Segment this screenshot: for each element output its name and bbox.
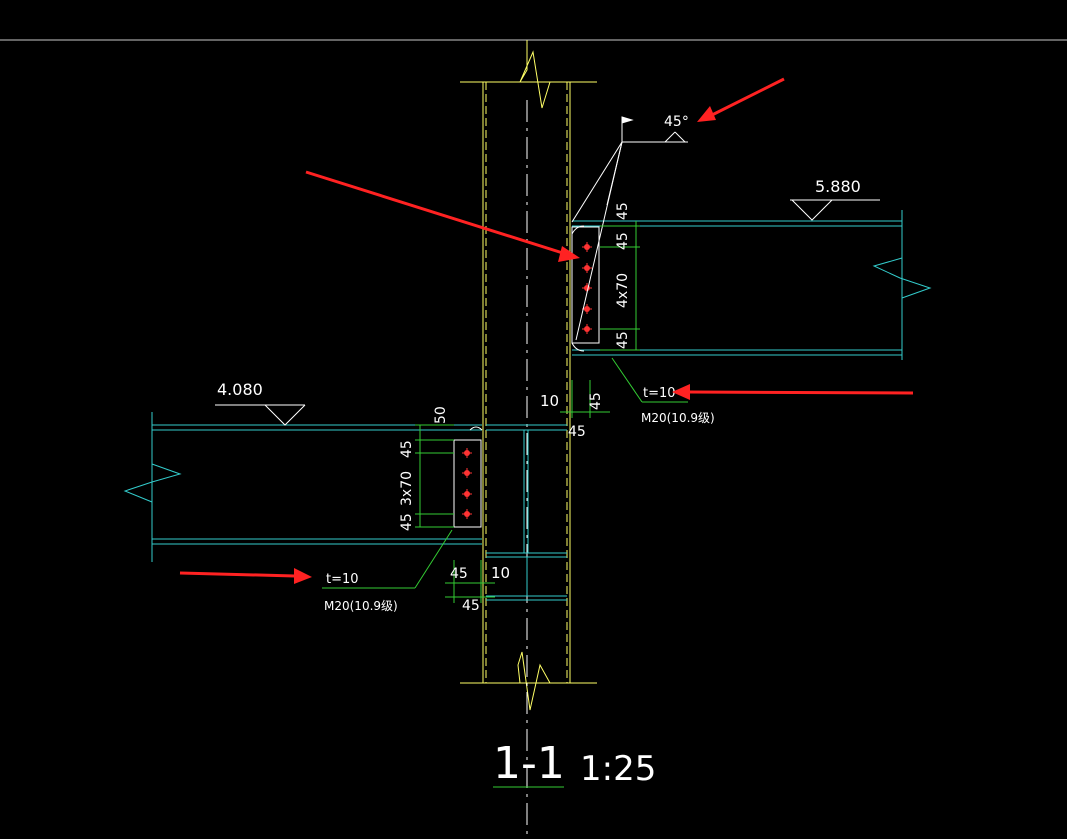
annotation-arrows [179, 77, 914, 584]
lower-elevation-label: 4.080 [217, 380, 263, 399]
upper-elevation-marker [790, 199, 880, 221]
upper-plate-thickness-note: t=10 [643, 386, 676, 401]
lower-beam [123, 412, 482, 562]
upper-shear-plate [571, 226, 600, 344]
lower-edge-distance-top: 45 [399, 440, 415, 458]
column-stiffeners [486, 424, 567, 601]
column-break-bottom [517, 651, 557, 711]
lower-bolt-spacing-label: 3x70 [399, 471, 415, 506]
lower-bolt [461, 447, 473, 459]
weld-symbol [571, 116, 688, 341]
lower-bolt [461, 488, 473, 500]
column-break-top [519, 40, 557, 109]
upper-horizontal-edge-label: 45 [588, 392, 604, 410]
lower-plate-thickness-note: t=10 [326, 572, 359, 587]
lower-elevation-marker [215, 404, 306, 426]
section-mark-label: 1-1 [493, 738, 565, 789]
upper-bolt [581, 323, 593, 335]
lower-edge-distance-bottom: 45 [399, 513, 415, 531]
upper-bolt-grade-note: M20(10.9级) [641, 411, 715, 425]
upper-bolt [581, 262, 593, 274]
lower-horizontal-edge-label-2: 45 [462, 598, 480, 614]
lower-bolt [461, 467, 473, 479]
scale-label: 1:25 [580, 749, 656, 789]
lower-weld-access-hole [469, 426, 483, 431]
lower-bolt-grade-note: M20(10.9级) [324, 599, 398, 613]
upper-edge-distance-bottom: 45 [615, 331, 631, 349]
red-arrow-upper-plate-note [672, 384, 914, 400]
lower-top-offset-label: 50 [433, 406, 449, 424]
upper-horizontal-edge-label-2: 45 [568, 424, 586, 440]
lower-weld-gap-label: 10 [491, 564, 510, 582]
weld-angle-label: 45° [664, 114, 689, 130]
red-arrow-lower-plate-note [179, 568, 312, 584]
upper-weld-gap-label: 10 [540, 392, 559, 410]
upper-bolt [581, 241, 593, 253]
red-arrow-weld-angle [697, 77, 785, 122]
red-arrow-upper-bolts [305, 170, 580, 262]
upper-edge-distance-second: 45 [615, 232, 631, 250]
upper-weld-access-hole-bottom [571, 342, 585, 352]
lower-dimension-chain [322, 424, 495, 603]
upper-edge-distance-top: 45 [615, 202, 631, 220]
upper-bolt-spacing-label: 4x70 [615, 273, 631, 308]
lower-horizontal-edge-label: 45 [450, 566, 468, 582]
lower-shear-plate [453, 439, 482, 528]
upper-elevation-label: 5.880 [815, 177, 861, 196]
lower-bolt [461, 508, 473, 520]
upper-weld-access-hole-top [571, 225, 585, 235]
upper-dimension-chain [560, 221, 688, 418]
